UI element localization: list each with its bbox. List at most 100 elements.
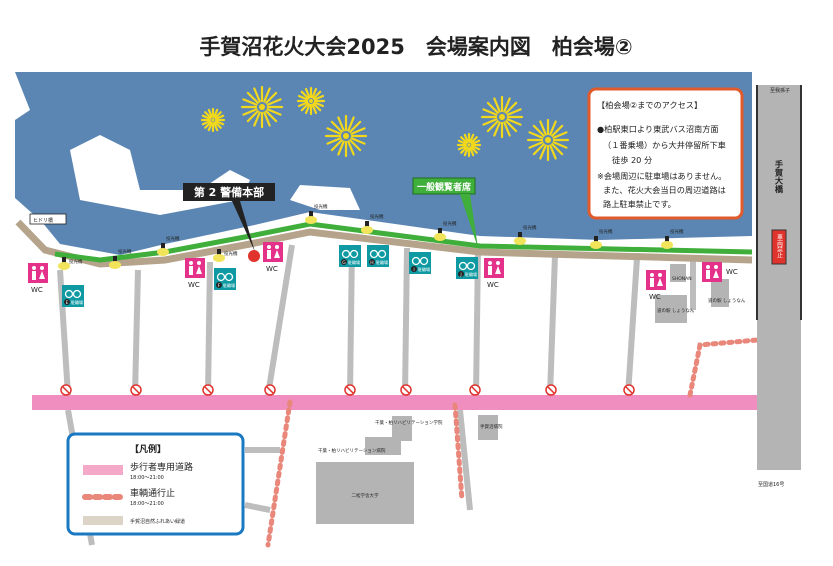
fireworks — [200, 85, 570, 162]
legend-box — [66, 432, 245, 536]
general-seats-label: 一般観覧者席 — [417, 181, 471, 193]
bridge-name: 手賀大橋 — [774, 159, 784, 194]
bike-lot-letter: I — [413, 267, 414, 273]
restroom-icon[interactable]: WC — [28, 263, 48, 294]
restroom-icon[interactable]: WC — [185, 258, 205, 289]
firework-icon — [324, 114, 368, 158]
pedestrian-road — [32, 395, 757, 410]
label-hidori-bridge: ヒドリ橋 — [33, 217, 53, 224]
legend-item-label: 車輌通行止 — [130, 487, 175, 499]
no-entry-icon — [60, 384, 72, 396]
access-line: 路上駐車禁止です。 — [603, 199, 676, 209]
floodlight-icon: 投光機 — [58, 257, 83, 270]
page-title: 手賀沼花火大会2025 会場案内図 柏会場② — [199, 35, 632, 59]
restroom-icon[interactable]: WC — [484, 258, 504, 289]
access-line: ※会場周辺に駐車場はありません。 — [597, 171, 726, 181]
wc-label: WC — [487, 281, 499, 289]
restroom-icon[interactable]: WC — [646, 270, 666, 301]
wc-label: WC — [31, 286, 43, 294]
label-michinoeki-2: 道の駅 しょうなん — [708, 297, 746, 304]
restroom-icon[interactable]: WC — [263, 242, 283, 273]
floodlight-label: 投光機 — [523, 224, 537, 231]
floodlight-icon: 投光機 — [213, 249, 238, 262]
no-entry-signs — [60, 384, 635, 396]
no-entry-icon — [130, 384, 142, 396]
legend-item-time: 18:00〜21:00 — [130, 501, 164, 507]
bike-parking-J[interactable]: J 駐輪場 — [456, 257, 478, 279]
floodlight-label: 投光機 — [670, 228, 684, 235]
bike-parking-label: 駐輪場 — [376, 259, 388, 265]
bike-parking-label: 駐輪場 — [348, 259, 360, 265]
direction-route16: 至国道16号 — [758, 481, 784, 488]
floodlight-icon: 投光機 — [514, 224, 537, 245]
floodlight-icon: 投光機 — [361, 213, 384, 234]
firework-icon — [296, 86, 326, 116]
bike-lot-letter: J — [459, 272, 461, 278]
bike-parking-I[interactable]: I 駐輪場 — [409, 252, 431, 274]
no-vehicles-sign: 車両禁止 — [776, 233, 783, 258]
no-entry-icon — [202, 384, 214, 396]
access-box — [587, 87, 744, 220]
bike-lot-letter: F — [218, 283, 221, 289]
shore-inlet — [290, 185, 360, 210]
label-rehab-school: 千葉・柏リハビリテーション学院 — [375, 419, 443, 426]
floodlight-label: 投光機 — [166, 235, 180, 242]
legend-title: 【凡例】 — [130, 443, 166, 455]
access-heading: 【柏会場②までのアクセス】 — [597, 100, 702, 110]
access-line: （１番乗場）から大井停留所下車 — [603, 140, 726, 150]
no-entry-icon — [264, 384, 276, 396]
label-university: 二松学舎大学 — [352, 492, 379, 499]
firework-icon — [456, 132, 482, 158]
no-entry-icon — [469, 384, 481, 396]
floodlight-icon: 投光機 — [434, 220, 457, 241]
floodlight-icon: 投光機 — [157, 235, 180, 256]
wc-label: WC — [726, 268, 738, 276]
bike-parking-label: 駐輪場 — [465, 271, 477, 277]
label-shonan: SHONAN — [672, 276, 692, 282]
bike-lot-letter: H — [370, 260, 373, 266]
restroom-icon[interactable]: WC — [702, 262, 738, 282]
floodlight-label: 投光機 — [443, 220, 457, 227]
direction-abiko: 至我孫子 — [770, 87, 790, 94]
floodlight-icon: 投光機 — [590, 228, 613, 249]
bike-parking-label: 駐輪場 — [223, 282, 235, 288]
no-entry-icon — [400, 384, 412, 396]
label-michinoeki: 道の駅 しょうなん — [657, 307, 695, 314]
teganuma-bridge — [757, 85, 801, 470]
floodlight-label: 投光機 — [69, 258, 83, 265]
legend-item-time: 18:00〜21:00 — [130, 475, 164, 481]
no-entry-icon — [623, 384, 635, 396]
lake-teganuma — [15, 72, 752, 255]
bike-parking-label: 駐輪場 — [418, 266, 430, 272]
floodlight-label: 投光機 — [224, 250, 238, 257]
legend-item-label: 歩行者専用道路 — [130, 461, 193, 473]
bike-parking-label: 駐輪場 — [71, 299, 83, 305]
hq-marker[interactable] — [248, 250, 260, 262]
firework-icon — [240, 85, 284, 129]
no-entry-icon — [344, 384, 356, 396]
firework-icon — [480, 95, 524, 139]
restrooms: WC WC WC WC WC WC — [28, 242, 738, 301]
nature-trail — [15, 219, 753, 268]
legend-item-label: 手賀沼自然ふれあい緑道 — [130, 518, 185, 525]
floodlight-icon: 投光機 — [305, 203, 328, 224]
floodlight-label: 投光機 — [599, 228, 613, 235]
access-line: 徒歩 20 分 — [612, 155, 652, 165]
wc-label: WC — [266, 265, 278, 273]
label-teganuma-hospital: 手賀沼病院 — [480, 423, 503, 430]
side-roads — [57, 244, 696, 546]
no-entry-icon — [545, 384, 557, 396]
firework-icon — [526, 118, 570, 162]
floodlight-icon: 投光機 — [109, 248, 132, 269]
bike-lot-letter: G — [342, 260, 346, 266]
wc-label: WC — [188, 281, 200, 289]
label-rehab-hospital: 千葉・柏リハビリテーション病院 — [318, 447, 386, 454]
floodlight-label: 投光機 — [314, 203, 328, 210]
closed-roads — [265, 337, 760, 548]
floodlight-label: 投光機 — [370, 213, 384, 220]
